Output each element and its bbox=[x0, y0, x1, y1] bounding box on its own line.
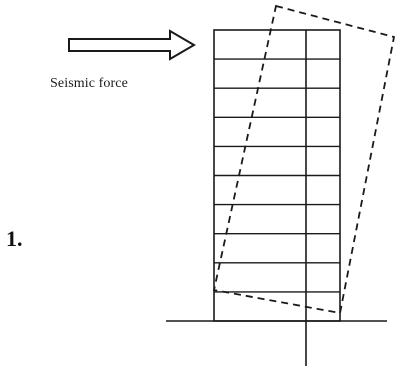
floor-lines bbox=[214, 58, 340, 293]
seismic-force-arrow bbox=[68, 29, 196, 61]
item-number: 1. bbox=[6, 226, 23, 251]
deformed-building-outline bbox=[212, 4, 396, 315]
seismic-force-label: Seismic force bbox=[50, 76, 128, 91]
